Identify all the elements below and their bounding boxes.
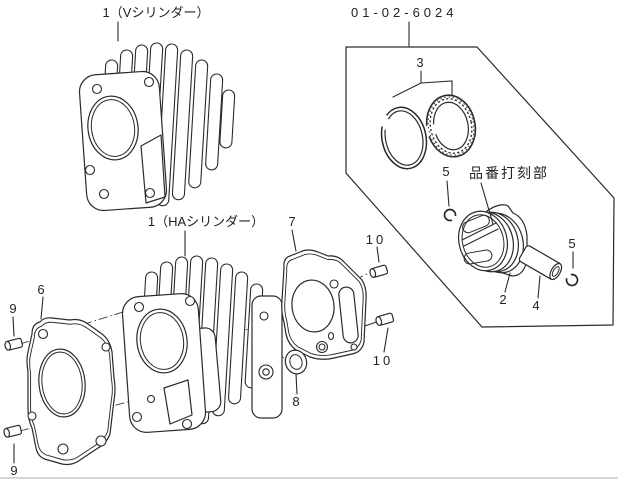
callout-9-bottom: 9 xyxy=(10,463,17,478)
ha-cylinder-drawing xyxy=(121,255,283,433)
circlip-right-drawing xyxy=(565,273,579,287)
base-gasket-drawing xyxy=(26,317,116,466)
ha-bore xyxy=(136,308,188,374)
callout-5-left: 5 xyxy=(442,164,449,179)
dowel-pin-10-bottom xyxy=(375,312,395,326)
callout-3: 3 xyxy=(416,55,423,70)
v-cylinder-drawing xyxy=(78,42,236,212)
callout-7: 7 xyxy=(288,214,295,229)
callouts: 1（Vシリンダー） 01-02-6024 1（HAシリンダー） 3 5 品番打刻… xyxy=(9,5,575,478)
v-bore xyxy=(87,95,139,161)
callout-6: 6 xyxy=(37,282,44,297)
v-chain-passage xyxy=(140,134,166,204)
head-gasket-drawing xyxy=(281,249,367,360)
leader-lines xyxy=(12,21,574,464)
callout-4: 4 xyxy=(532,298,539,313)
ring-set-drawing xyxy=(380,94,477,170)
callout-10-top: 10 xyxy=(366,232,386,247)
callout-5-right: 5 xyxy=(568,236,575,251)
callout-part-code: 01-02-6024 xyxy=(351,5,458,20)
oring-drawing xyxy=(284,349,308,375)
ha-lower-passage xyxy=(163,379,193,425)
dowel-pin-9-bottom xyxy=(3,424,23,438)
callout-stamp-note: 品番打刻部 xyxy=(469,165,549,181)
dowel-pin-9-top xyxy=(4,337,24,351)
piston-pin-drawing xyxy=(518,245,563,281)
callout-9-top: 9 xyxy=(9,301,16,316)
kit-boundary-outline xyxy=(345,46,615,328)
circlip-left-drawing xyxy=(443,208,457,222)
callout-10-bottom: 10 xyxy=(373,353,393,368)
ha-side-flange xyxy=(251,295,283,419)
piston-drawing xyxy=(458,204,528,277)
callout-8: 8 xyxy=(292,394,299,409)
callout-ha-cylinder: 1（HAシリンダー） xyxy=(148,214,264,229)
callout-v-cylinder: 1（Vシリンダー） xyxy=(103,5,210,20)
callout-2: 2 xyxy=(499,292,506,307)
dowel-pin-10-top xyxy=(369,264,389,278)
